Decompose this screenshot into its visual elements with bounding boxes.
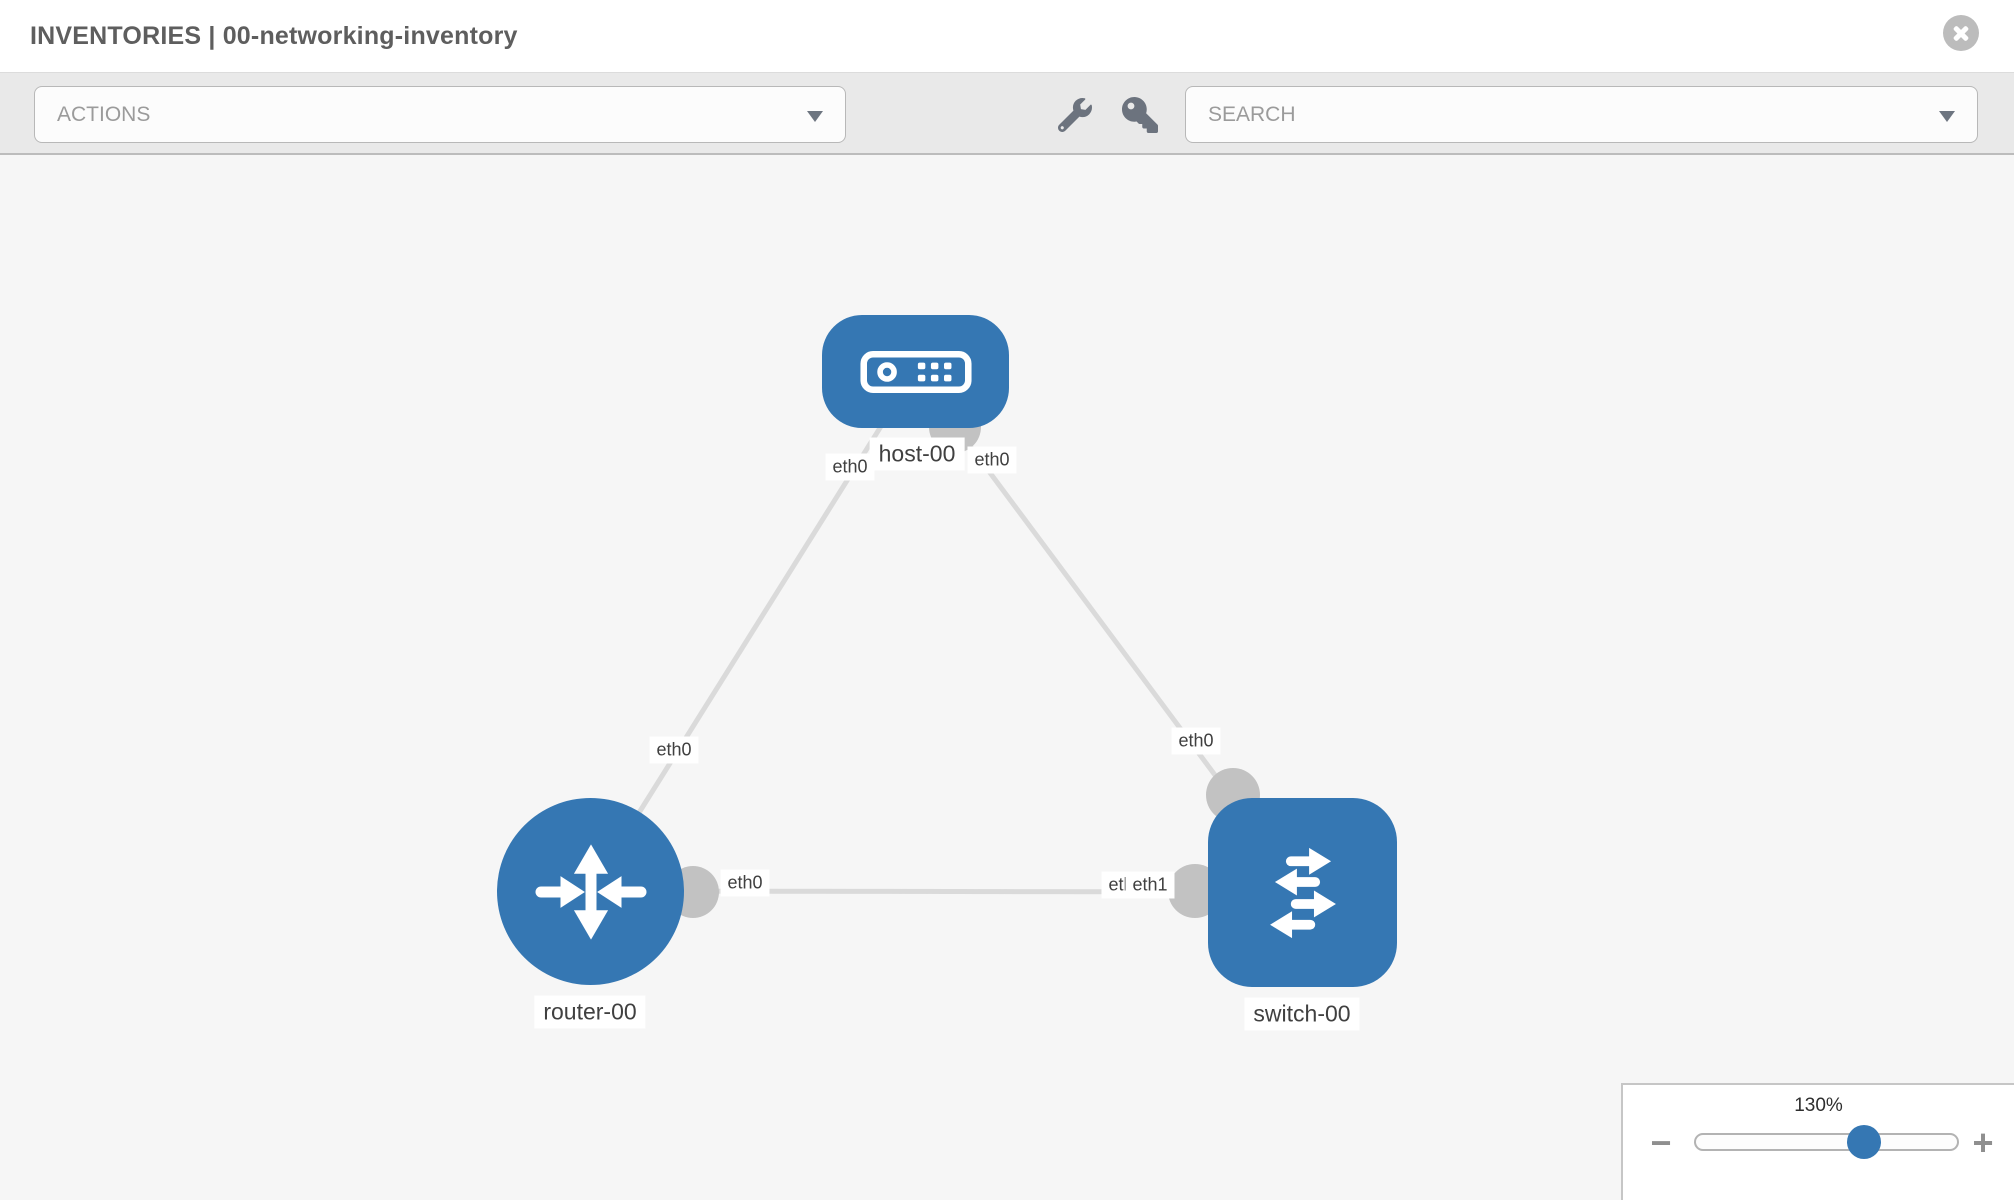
page-title: INVENTORIES | 00-networking-inventory	[30, 22, 518, 50]
key-icon	[1122, 97, 1158, 133]
search-dropdown-label: SEARCH	[1208, 103, 1296, 126]
close-button[interactable]	[1943, 15, 1979, 51]
zoom-slider-handle[interactable]	[1847, 1125, 1881, 1159]
interface-label: eth0	[967, 446, 1017, 474]
node-label-switch-00[interactable]: switch-00	[1244, 997, 1360, 1031]
interface-label: eth0	[720, 869, 770, 897]
zoom-out-button[interactable]: −	[1641, 1121, 1681, 1165]
actions-dropdown[interactable]: ACTIONS	[34, 86, 846, 143]
interface-label: eth1	[1125, 871, 1175, 899]
close-icon	[1961, 33, 1997, 69]
node-switch-00[interactable]	[1208, 798, 1397, 987]
interface-label: eth0	[1171, 727, 1221, 755]
configure-button[interactable]	[1051, 93, 1099, 137]
chevron-down-icon	[1939, 111, 1955, 122]
switch-icon	[1269, 847, 1336, 938]
zoom-slider[interactable]	[1694, 1133, 1959, 1151]
search-dropdown[interactable]: SEARCH	[1185, 86, 1978, 143]
node-label-router-00[interactable]: router-00	[534, 995, 646, 1029]
zoom-control-panel: 130% − +	[1621, 1083, 2014, 1200]
node-router-00[interactable]	[497, 798, 684, 985]
zoom-level: 130%	[1794, 1095, 1843, 1116]
wrench-icon	[1058, 98, 1092, 132]
zoom-in-button[interactable]: +	[1963, 1121, 2003, 1165]
node-host-00[interactable]	[822, 315, 1009, 428]
actions-dropdown-label: ACTIONS	[57, 103, 151, 126]
interface-label: eth0	[649, 736, 699, 764]
chevron-down-icon	[807, 111, 823, 122]
host-icon	[859, 350, 972, 393]
page-header: INVENTORIES | 00-networking-inventory	[0, 0, 2014, 72]
topology-links-layer	[587, 370, 1305, 918]
node-label-host-00[interactable]: host-00	[869, 437, 965, 471]
toolbar: ACTIONS SEARCH	[0, 72, 2014, 155]
router-icon	[534, 843, 647, 940]
credentials-button[interactable]	[1116, 93, 1164, 137]
topology-canvas[interactable]: host-00 router-00 switch-00 eth0 eth0 et…	[0, 155, 2014, 1200]
interface-label: eth0	[825, 453, 875, 481]
